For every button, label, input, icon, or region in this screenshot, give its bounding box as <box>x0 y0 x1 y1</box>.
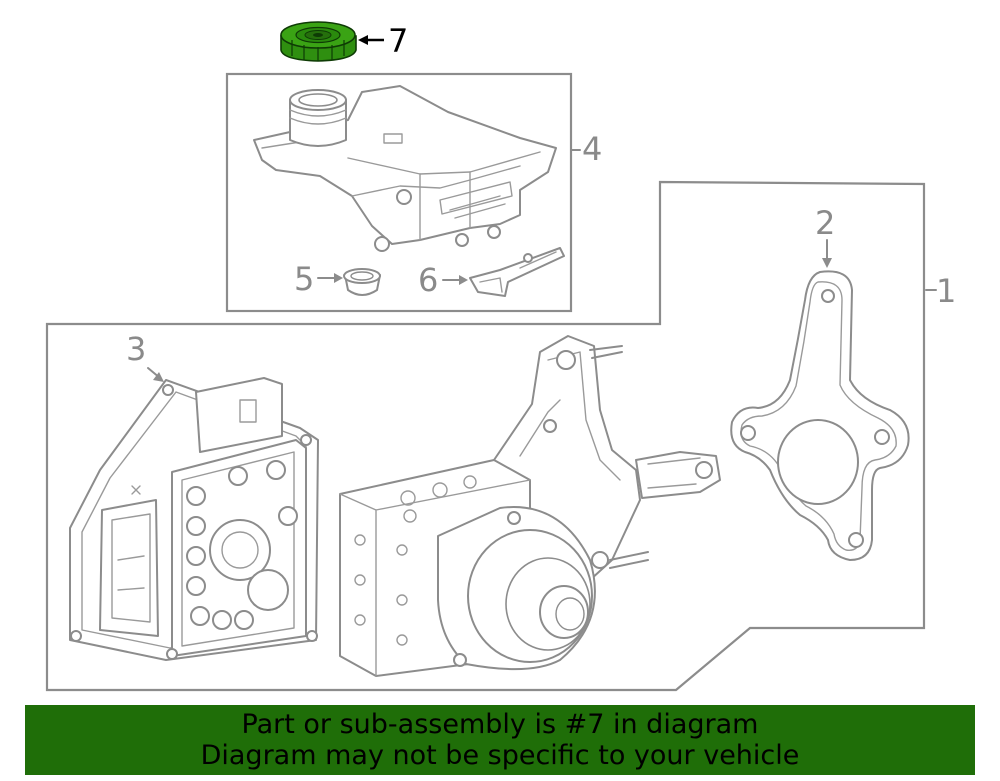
reservoir-cap-icon[interactable] <box>280 21 357 62</box>
assembly-box <box>45 180 926 692</box>
brake-pump-icon <box>339 335 721 677</box>
callout-5: 5 <box>294 260 314 298</box>
banner-line-1: Part or sub-assembly is #7 in diagram <box>241 709 759 740</box>
level-sensor-icon <box>469 247 565 297</box>
parts-diagram: 7 4 5 6 <box>45 21 956 692</box>
banner-line-2: Diagram may not be specific to your vehi… <box>200 740 800 771</box>
callout-4: 4 <box>582 130 602 168</box>
callout-arrow-7 <box>358 35 384 45</box>
callout-7: 7 <box>388 22 408 60</box>
reservoir-box <box>225 72 573 313</box>
info-banner: Part or sub-assembly is #7 in diagram Di… <box>25 705 975 775</box>
gasket-icon <box>730 270 910 561</box>
callout-6: 6 <box>418 261 438 299</box>
callout-2: 2 <box>815 204 835 242</box>
callout-3: 3 <box>126 330 146 368</box>
fluid-reservoir-icon <box>253 85 557 252</box>
control-module-icon <box>69 377 319 661</box>
callout-1: 1 <box>936 272 956 310</box>
grommet-icon <box>343 268 381 296</box>
